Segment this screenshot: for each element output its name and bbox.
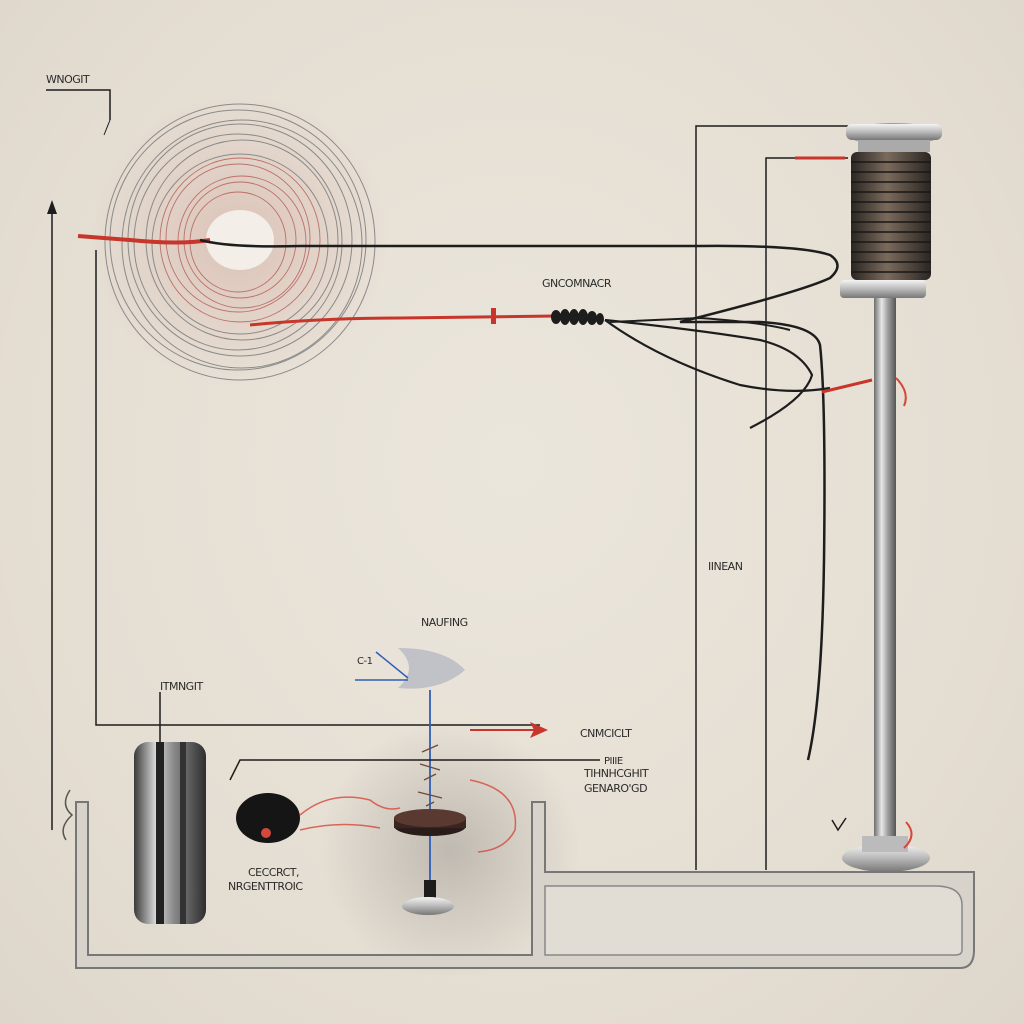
label-bottom-left: ITMNGIT [160,680,203,693]
small-inline-coil [551,309,604,325]
right-frame-outer [695,125,848,870]
red-arrow-head [530,722,548,738]
label-bottom-right-2: PIIIE [604,756,623,767]
label-center-top: GNCOMNACR [542,277,612,290]
wire-fan-1 [604,319,831,392]
left-arrow-head [47,200,57,214]
red-wire-center [249,314,556,327]
red-wire-tab [491,308,496,324]
spiral-coil [90,95,390,385]
solenoid-assembly [840,123,942,872]
label-bottom-center-2: NRGENTTROIC [228,880,303,893]
red-field-1 [299,796,401,816]
iron-filings [417,744,443,807]
label-blue-small: C-1 [357,656,373,667]
left-squiggle [62,789,74,841]
check-mark [831,817,847,832]
red-spark-1 [895,377,907,407]
right-frame-inner [765,157,848,870]
blue-rays [355,651,409,681]
red-field-3 [469,779,517,853]
blue-lens [398,648,465,689]
wire-fan-2 [604,318,814,429]
leader-right-group [229,759,600,781]
leader-top-left [46,89,111,120]
label-top-left: WNOGIT [46,73,90,86]
haze-glow [320,720,580,980]
label-bottom-right-4: GENARO'GD [584,782,647,795]
black-sphere [236,793,300,843]
red-lead-rod [821,378,873,394]
label-bottom-center-1: CECCRCT, [248,866,299,879]
wire-fan-3 [609,316,791,331]
puck-magnet [394,809,466,836]
base-tray-inner [544,885,963,956]
stand-base [402,897,454,915]
label-right-middle: IINEAN [708,560,743,573]
red-spark-2 [903,821,913,849]
leader-tick [103,119,111,136]
label-bottom-right-3: TIHNHCGHIT [583,767,649,780]
black-wire-main [199,238,839,761]
red-field-2 [299,823,381,831]
stand-post [424,880,436,898]
disc-magnet [134,742,206,924]
inner-frame-line [95,250,540,726]
label-blue-center: NAUFING [421,616,468,629]
label-bottom-right-1: CNMCICLT [580,727,632,740]
